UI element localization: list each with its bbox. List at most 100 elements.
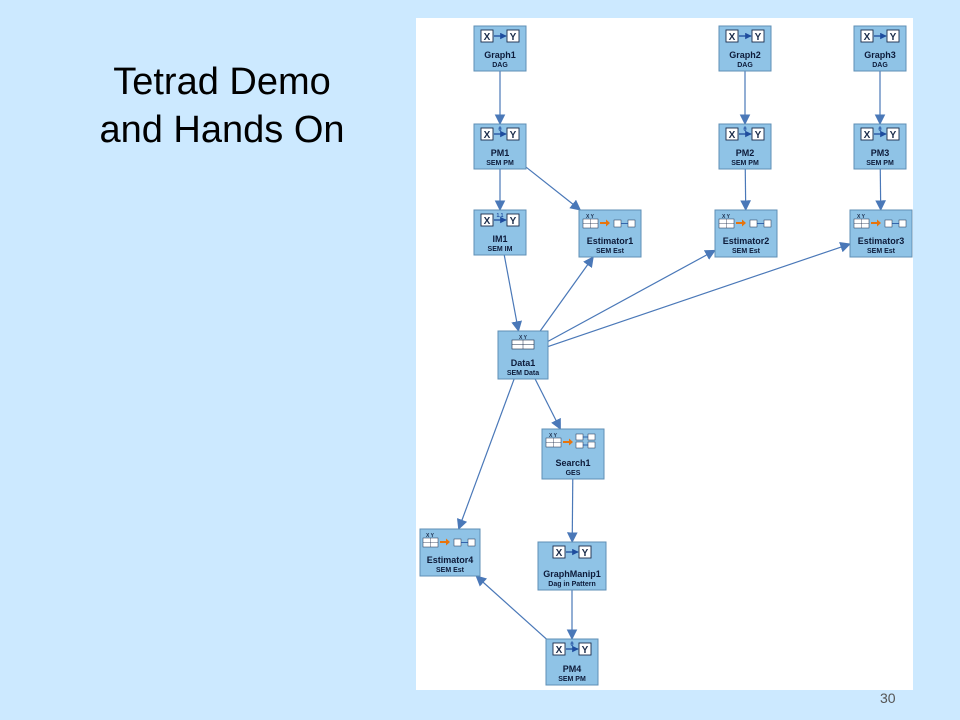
estimator-icon: X Y — [422, 533, 476, 548]
node-name: Estimator1 — [587, 236, 634, 246]
node-type: SEM PM — [866, 160, 894, 167]
estimator-icon: X Y — [582, 214, 636, 229]
node-name: Estimator3 — [858, 236, 905, 246]
svg-text:Y: Y — [582, 645, 589, 656]
slide-title: Tetrad Demo and Hands On — [72, 58, 372, 154]
node-name: IM1 — [492, 234, 507, 244]
im-icon: X Y 1.1 — [480, 213, 520, 227]
node-box[interactable] — [714, 209, 778, 258]
svg-text:θ: θ — [570, 642, 573, 648]
edge-data1-to-est4[interactable] — [456, 378, 515, 531]
svg-text:X: X — [729, 130, 736, 141]
node-name: PM2 — [736, 148, 755, 158]
node-type: Dag in Pattern — [548, 581, 595, 588]
svg-text:Y: Y — [890, 32, 897, 43]
svg-text:Y: Y — [510, 216, 517, 227]
node-type: SEM Est — [596, 248, 625, 255]
svg-text:θ: θ — [743, 127, 746, 133]
slide-title-line-1: Tetrad Demo — [113, 61, 331, 103]
node-box[interactable] — [537, 541, 607, 591]
node-box[interactable] — [497, 330, 549, 380]
svg-text:X: X — [556, 645, 563, 656]
node-name: Graph3 — [864, 50, 896, 60]
svg-text:θ: θ — [498, 127, 501, 133]
node-name: Search1 — [555, 458, 590, 468]
node-type: SEM Est — [436, 567, 465, 574]
node-box[interactable] — [849, 209, 913, 258]
edge-pm1-to-est1[interactable] — [525, 166, 582, 211]
node-type: SEM Est — [867, 248, 896, 255]
node-name: Graph2 — [729, 50, 761, 60]
edge-search1-to-gm1[interactable] — [566, 478, 578, 544]
node-name: Estimator4 — [427, 555, 474, 565]
estimator-icon: X Y — [718, 214, 772, 229]
svg-text:1.1: 1.1 — [497, 213, 504, 219]
node-box[interactable] — [419, 528, 481, 577]
page-number: 30 — [880, 690, 896, 706]
node-name: PM3 — [871, 148, 890, 158]
node-type: SEM PM — [731, 160, 759, 167]
node-type: SEM PM — [486, 160, 514, 167]
svg-text:X: X — [864, 32, 871, 43]
edge-pm4-to-est4[interactable] — [475, 575, 547, 640]
node-type: SEM Est — [732, 248, 761, 255]
pm-icon: X Yθ — [480, 127, 520, 141]
svg-text:Y: Y — [755, 130, 762, 141]
svg-text:X: X — [484, 216, 491, 227]
svg-text:X Y: X Y — [549, 433, 558, 439]
node-name: Data1 — [511, 358, 536, 368]
node-type: GES — [566, 470, 581, 477]
node-name: PM1 — [491, 148, 510, 158]
node-box[interactable] — [578, 209, 642, 258]
svg-text:X: X — [484, 130, 491, 141]
pm-icon: X Yθ — [552, 642, 592, 656]
svg-text:X: X — [864, 130, 871, 141]
svg-text:Y: Y — [510, 130, 517, 141]
edge-im1-to-data1[interactable] — [503, 254, 523, 333]
svg-text:X Y: X Y — [586, 214, 595, 220]
svg-text:X Y: X Y — [519, 335, 528, 341]
node-type: SEM Data — [507, 370, 539, 377]
node-type: SEM PM — [558, 676, 586, 683]
edge-data1-to-search1[interactable] — [534, 378, 561, 430]
node-name: Graph1 — [484, 50, 516, 60]
edges-layer — [456, 71, 887, 641]
edge-data1-to-est2[interactable] — [547, 249, 716, 342]
svg-text:Y: Y — [755, 32, 762, 43]
svg-text:X Y: X Y — [426, 533, 435, 539]
svg-text:X Y: X Y — [857, 214, 866, 220]
svg-text:θ: θ — [878, 127, 881, 133]
pm-icon: X Yθ — [725, 127, 765, 141]
svg-text:X: X — [729, 32, 736, 43]
node-type: DAG — [872, 62, 888, 69]
node-name: Estimator2 — [723, 236, 770, 246]
svg-text:Y: Y — [510, 32, 517, 43]
edge-data1-to-est1[interactable] — [539, 256, 594, 332]
edge-data1-to-est3[interactable] — [547, 242, 852, 348]
search-icon: X Y — [545, 433, 596, 449]
svg-text:Y: Y — [582, 548, 589, 559]
